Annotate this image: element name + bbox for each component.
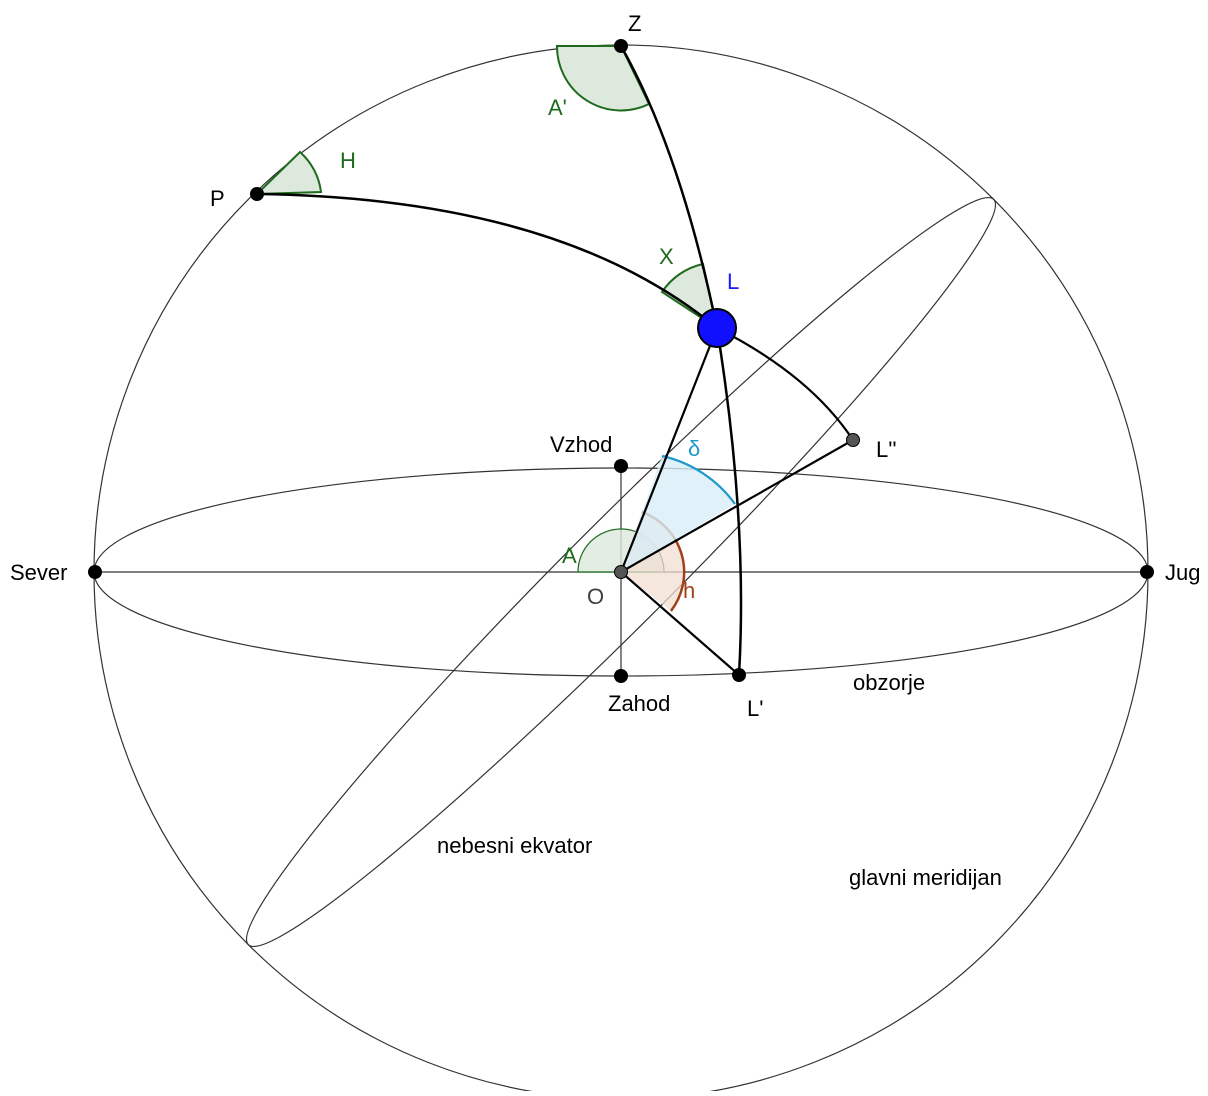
line-center-star [619,327,719,573]
horizon-projection-point [732,668,746,682]
south-point [1140,565,1154,579]
west-point [614,669,628,683]
declination-angle-label: δ [688,436,700,461]
azimuth-zenith-angle-label: A' [548,95,567,120]
horizon-label: obzorje [853,670,925,695]
hour-angle-label: H [340,148,356,173]
celestial-equator-label: nebesni ekvator [437,833,592,858]
horizon-projection-label: L' [747,696,763,721]
line-center-equator-projection [620,439,854,573]
arc-star-equator [716,327,854,441]
star-label: L [727,269,739,294]
east-label: Vzhod [550,432,612,457]
center-label: O [587,584,604,609]
pole-point [250,187,264,201]
celestial-equator-ellipse [245,196,997,948]
zenith-label: Z [628,11,641,36]
arc-pole-star [256,192,718,329]
azimuth-zenith-angle-wedge [555,45,651,112]
parallactic-angle-label: X [659,244,674,269]
equator-projection-point [846,433,860,447]
declination-angle-arc [661,454,736,505]
center-point [614,565,628,579]
hour-angle-wedge [254,150,323,196]
azimuth-angle-label: A [562,543,577,568]
south-label: Jug [1165,560,1200,585]
altitude-angle-label: h [683,578,695,603]
main-meridian-label: glavni meridijan [849,865,1002,890]
equator-projection-label: L'' [876,437,897,462]
north-point [88,565,102,579]
pole-label: P [210,186,225,211]
arc-star-horizon [715,327,743,676]
west-label: Zahod [608,691,670,716]
arc-zenith-star [619,45,719,329]
line-center-horizon-projection [620,571,740,676]
declination-angle-wedge [621,456,735,572]
star-point [697,308,737,348]
east-point [614,459,628,473]
north-label: Sever [10,560,67,585]
zenith-point [614,39,628,53]
